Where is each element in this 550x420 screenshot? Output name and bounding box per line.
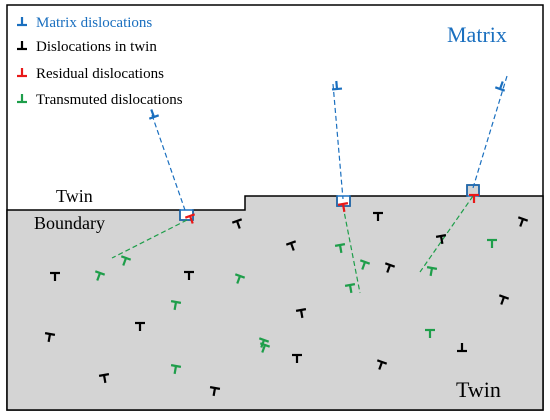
twin-dislocation [135, 321, 145, 331]
matrix-label: Matrix [447, 22, 507, 47]
twin-dislocation [285, 240, 297, 251]
transmuted-dislocation [425, 328, 435, 338]
transmuted-dislocation [487, 238, 497, 248]
twin-dislocation [384, 262, 396, 273]
matrix-dislocation-icon [17, 17, 27, 27]
legend-symbol [17, 41, 27, 51]
legend-label-residual: Residual dislocations [36, 66, 164, 82]
twin-dislocation [498, 294, 510, 305]
transmuted-dislocation [426, 266, 438, 277]
twin-dislocation [457, 343, 467, 353]
transmuted-dislocation-icon [17, 94, 27, 104]
legend-item-matrix: Matrix dislocations [17, 15, 152, 31]
transmuted-dislocation [334, 243, 346, 254]
matrix-dislocation [331, 80, 343, 91]
legend-label-twin: Dislocations in twin [36, 39, 157, 55]
transmuted-trace-2 [342, 205, 361, 294]
legend-label-matrix: Matrix dislocations [36, 15, 152, 31]
twin-boundary-label-line1: Twin [56, 186, 93, 206]
transmuted-dislocation [170, 300, 182, 311]
legend-item-transmuted: Transmuted dislocations [17, 92, 183, 108]
legend-symbol [17, 17, 27, 27]
twin-dislocation [231, 218, 243, 229]
twin-dislocation [517, 216, 529, 227]
twin-dislocation [98, 373, 110, 384]
residual-dislocation [184, 213, 196, 224]
transmuted-dislocation [234, 273, 246, 284]
transmuted-dislocation [344, 283, 356, 294]
matrix-trace-3 [472, 75, 508, 189]
twin-boundary-label-line2: Boundary [34, 213, 105, 233]
slip-traces [111, 75, 508, 294]
twin-dislocation [376, 359, 388, 370]
twin-dislocation [209, 386, 221, 397]
matrix-trace-1 [151, 114, 187, 214]
twin-dislocation [184, 270, 194, 280]
twin-dislocation [50, 271, 60, 281]
legend: Matrix dislocations Dislocations in twin… [17, 15, 183, 108]
matrix-trace-2 [332, 83, 344, 200]
transmuted-dislocation [359, 259, 371, 270]
residual-dislocation [469, 193, 479, 203]
transmuted-dislocation [170, 364, 182, 375]
dislocation-symbols [44, 80, 529, 397]
twin-dislocation [373, 211, 383, 221]
residual-dislocation [337, 202, 349, 213]
transmuted-dislocation [120, 255, 132, 266]
twin-dislocation [435, 234, 447, 245]
twin-label: Twin [456, 377, 501, 402]
transmuted-dislocation [259, 342, 271, 353]
twin-dislocation [292, 353, 302, 363]
matrix-dislocation [148, 109, 160, 120]
legend-symbol [17, 94, 27, 104]
matrix-dislocation [494, 81, 506, 92]
legend-label-transmuted: Transmuted dislocations [36, 92, 183, 108]
legend-symbol [17, 68, 27, 78]
transmuted-trace-1 [111, 219, 188, 259]
legend-item-twin: Dislocations in twin [17, 39, 157, 55]
residual-dislocation-icon [17, 68, 27, 78]
transmuted-dislocation [94, 270, 106, 281]
legend-item-residual: Residual dislocations [17, 66, 164, 82]
twin-dislocation [295, 308, 307, 319]
twin-dislocation [44, 332, 56, 343]
twin-dislocation-icon [17, 41, 27, 51]
